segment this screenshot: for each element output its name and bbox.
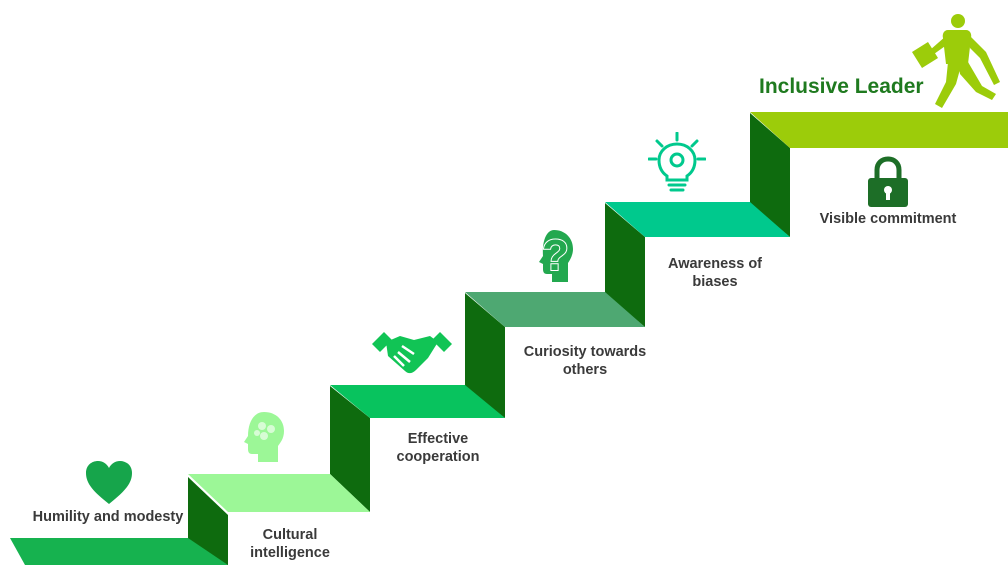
padlock-icon (868, 156, 908, 207)
step-label-curiosity: Curiosity towards others (515, 343, 655, 379)
step-label-effective-cooperation: Effective cooperation (378, 430, 498, 466)
riser-1 (188, 477, 228, 565)
riser-2 (330, 386, 370, 512)
walking-businessman-icon (912, 14, 1000, 108)
tread-2 (188, 474, 370, 512)
lightbulb-icon (648, 132, 706, 192)
step-label-line: Awareness of (667, 256, 763, 272)
tread-4 (465, 292, 645, 327)
inclusive-leader-title: Inclusive Leader (759, 75, 924, 98)
svg-text:?: ? (542, 231, 569, 280)
riser-3 (465, 293, 505, 418)
step-label-line: Effective (407, 431, 469, 447)
step-label-line: others (562, 362, 608, 378)
step-label-line: biases (692, 274, 738, 290)
step-label-line: Curiosity towards (523, 344, 647, 360)
tread-5 (605, 202, 790, 237)
heart-icon (86, 461, 132, 504)
step-label-cultural-intelligence: Cultural intelligence (226, 526, 354, 562)
step-label-visible-commitment: Visible commitment (812, 210, 964, 228)
step-label-line: intelligence (250, 545, 330, 561)
question-head-icon: ? (539, 230, 573, 282)
tread-1 (10, 538, 228, 565)
step-label-line: Humility and modesty (32, 509, 184, 525)
riser-5 (750, 113, 790, 237)
brain-head-icon (244, 412, 284, 462)
step-label-line: cooperation (396, 449, 480, 465)
step-label-awareness-of-biases: Awareness of biases (655, 255, 775, 291)
tread-6 (750, 112, 1008, 148)
step-label-line: Visible commitment (819, 211, 957, 227)
step-label-line: Cultural (262, 527, 318, 543)
tread-3 (330, 385, 505, 418)
step-label-humility: Humility and modesty (22, 508, 194, 526)
riser-4 (605, 203, 645, 327)
handshake-icon (372, 332, 452, 374)
